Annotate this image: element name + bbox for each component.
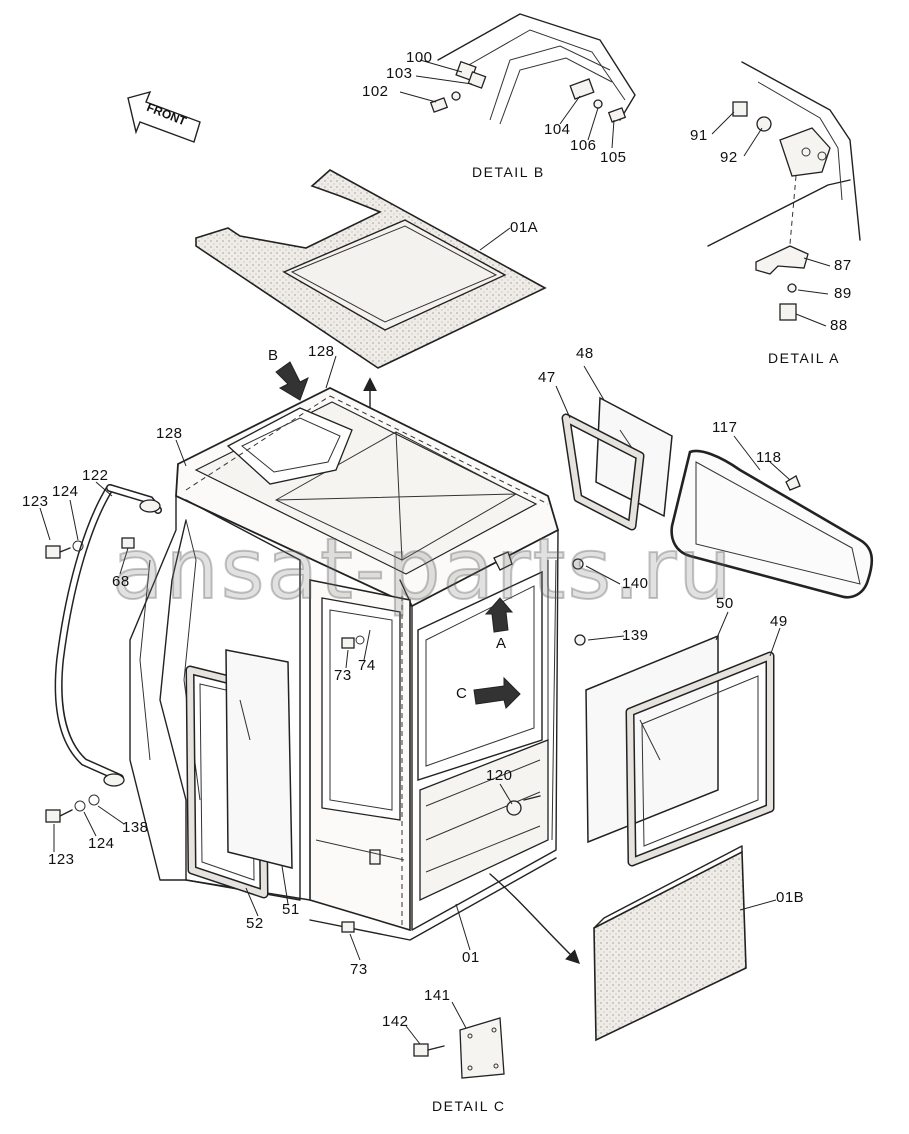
callout-106: 106 [570,137,597,154]
detail-c-drawing [413,1017,505,1079]
callout-73-bottom: 73 [350,961,368,978]
callout-122: 122 [82,467,109,484]
callout-50: 50 [716,595,734,612]
callout-142: 142 [382,1013,409,1030]
callout-89: 89 [834,285,852,302]
window-glass-51 [225,649,293,869]
callout-01a: 01A [510,219,539,236]
callout-117: 117 [712,419,738,436]
callout-52: 52 [246,915,264,932]
panel-01b-arrow [489,873,581,964]
watermark-text: ansat-parts.ru [111,519,734,619]
view-label-a: A [496,635,507,652]
callout-103: 103 [386,65,413,82]
callout-87: 87 [834,257,852,274]
callout-01: 01 [462,949,480,966]
callout-123-top: 123 [22,493,49,510]
callout-124-top: 124 [52,483,79,500]
view-label-c: C [456,685,468,702]
callout-120: 120 [486,767,513,784]
callout-01b: 01B [776,889,805,906]
detail-a-title: DETAIL A [768,350,840,366]
callout-73-mid: 73 [334,667,352,684]
handrail-122 [54,484,162,787]
detail-b-title: DETAIL B [472,164,545,180]
callout-139: 139 [622,627,649,644]
cab-frame-01 [129,386,560,941]
callout-91: 91 [690,127,708,144]
callout-128-left: 128 [156,425,183,442]
callout-141: 141 [424,987,451,1004]
callout-102: 102 [362,83,389,100]
callout-51: 51 [282,901,300,918]
roof-panel-01a [195,169,547,411]
callout-104: 104 [544,121,571,138]
callout-48: 48 [576,345,594,362]
view-label-b: B [268,347,279,364]
detail-c-title: DETAIL C [432,1098,506,1114]
callout-47: 47 [538,369,556,386]
detail-b-drawing [429,13,636,125]
callout-140: 140 [622,575,649,592]
panel-01b [593,845,747,1042]
callout-124-bottom: 124 [88,835,115,852]
callout-74: 74 [358,657,376,674]
callout-118: 118 [756,449,782,466]
view-arrow-a [484,597,514,633]
view-arrow-c [473,676,521,709]
window-seal-47 [561,413,645,531]
callout-123-bottom: 123 [48,851,75,868]
window-glass-50 [585,634,719,844]
callout-49: 49 [770,613,788,630]
callout-100: 100 [406,49,433,66]
leader-lines [39,59,831,1045]
fasteners [45,475,801,933]
callout-138: 138 [122,819,149,836]
callout-128-top: 128 [308,343,335,360]
callout-105: 105 [600,149,627,166]
callout-88: 88 [830,317,848,334]
callout-68: 68 [112,573,130,590]
front-direction-arrow [127,90,201,143]
side-window-117 [670,449,874,599]
callout-92: 92 [720,149,738,166]
view-arrow-b [275,361,309,401]
window-seal-49 [625,651,775,867]
detail-a-drawing [707,61,861,321]
